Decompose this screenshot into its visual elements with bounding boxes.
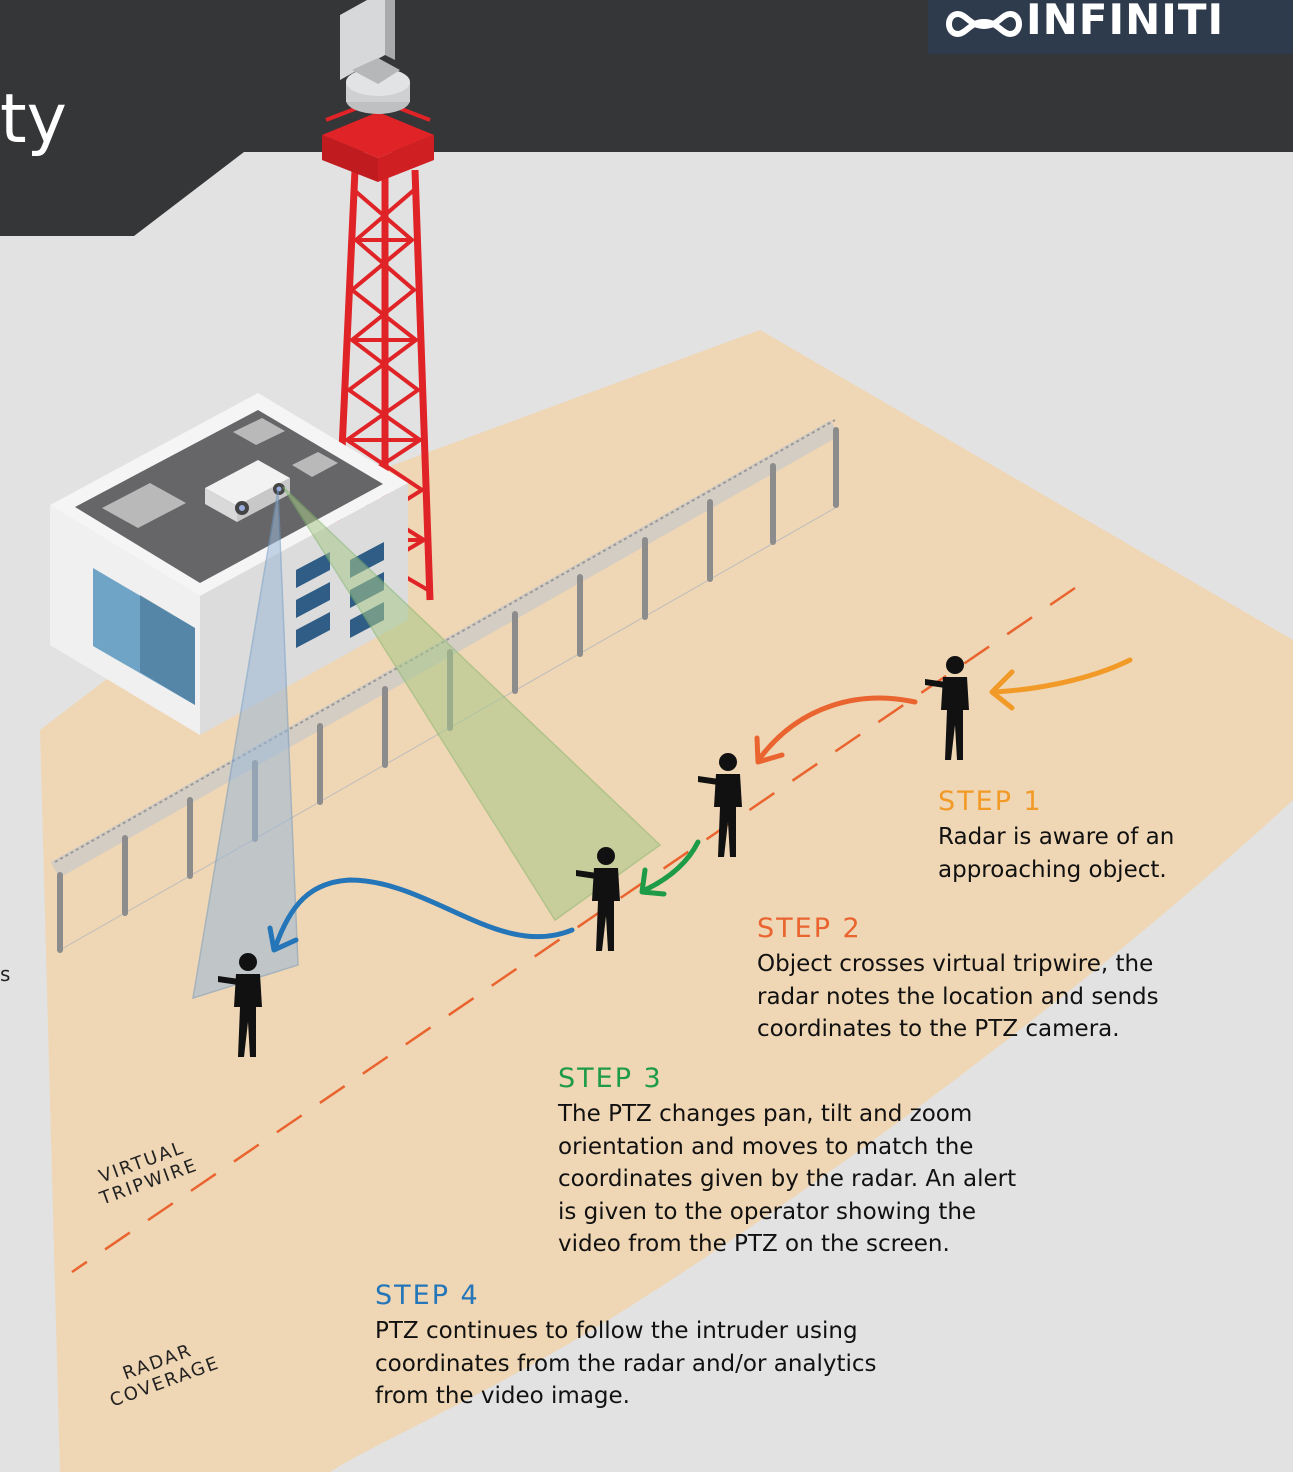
step-1-line: approaching object. [938,856,1167,883]
step-2-line: radar notes the location and sends [757,983,1159,1010]
step-3-body: The PTZ changes pan, tilt and zoom orien… [558,1098,1016,1261]
infiniti-logo: INFINITI [928,0,1293,54]
infiniti-logo-icon [946,10,1022,38]
step-2-line: coordinates to the PTZ camera. [757,1016,1120,1042]
step-2-body: Object crosses virtual tripwire, the rad… [757,948,1159,1046]
step-3-title: STEP 3 [558,1063,663,1094]
step-2: STEP 2 Object crosses virtual tripwire, … [757,913,1159,1046]
step3-arrow [642,839,701,893]
step-3-line: The PTZ changes pan, tilt and zoom [558,1101,973,1127]
step-1-title: STEP 1 [938,786,1043,817]
ptz-camera-icon [205,460,290,522]
step-4-line: coordinates from the radar and/or analyt… [375,1350,877,1377]
step2-arrow [757,695,918,761]
page-title-fragment: ty [0,80,67,159]
intruder-figure-icon [218,656,969,1057]
edge-text-fragment: s [0,962,11,986]
intruder-figure-step1 [925,656,969,760]
step-arrows [267,657,1133,953]
intruder-figure-step2 [698,753,742,857]
step-4-line: PTZ continues to follow the intruder usi… [375,1318,858,1344]
intruder-figure-step3 [576,847,620,951]
step-4-body: PTZ continues to follow the intruder usi… [375,1315,877,1413]
step-2-title: STEP 2 [757,913,862,944]
camera-view-cones [192,486,662,1000]
step1-arrow [992,657,1133,695]
building [50,393,408,735]
step-2-line: Object crosses virtual tripwire, the [757,951,1154,977]
step-1-line: Radar is aware of an [938,824,1175,850]
virtual-tripwire-line [71,586,1076,1274]
step-1-body: Radar is aware of an approaching object. [938,821,1174,886]
step-4-line: from the video image. [375,1383,630,1409]
step-3-line: coordinates given by the radar. An alert [558,1166,1017,1192]
header-band [0,0,1293,236]
radar-icon [340,0,410,114]
step-3-line: orientation and moves to match the [558,1133,974,1160]
step-3: STEP 3 The PTZ changes pan, tilt and zoo… [558,1063,1016,1261]
logo-text: INFINITI [1026,0,1225,44]
step-1: STEP 1 Radar is aware of an approaching … [938,786,1174,886]
intruder-figure-step4 [218,953,262,1057]
step-3-line: is given to the operator showing the [558,1198,977,1225]
step4-arrow [272,877,575,951]
step-4: STEP 4 PTZ continues to follow the intru… [375,1280,877,1413]
step-4-title: STEP 4 [375,1280,480,1311]
step-3-line: video from the PTZ on the screen. [558,1231,950,1257]
